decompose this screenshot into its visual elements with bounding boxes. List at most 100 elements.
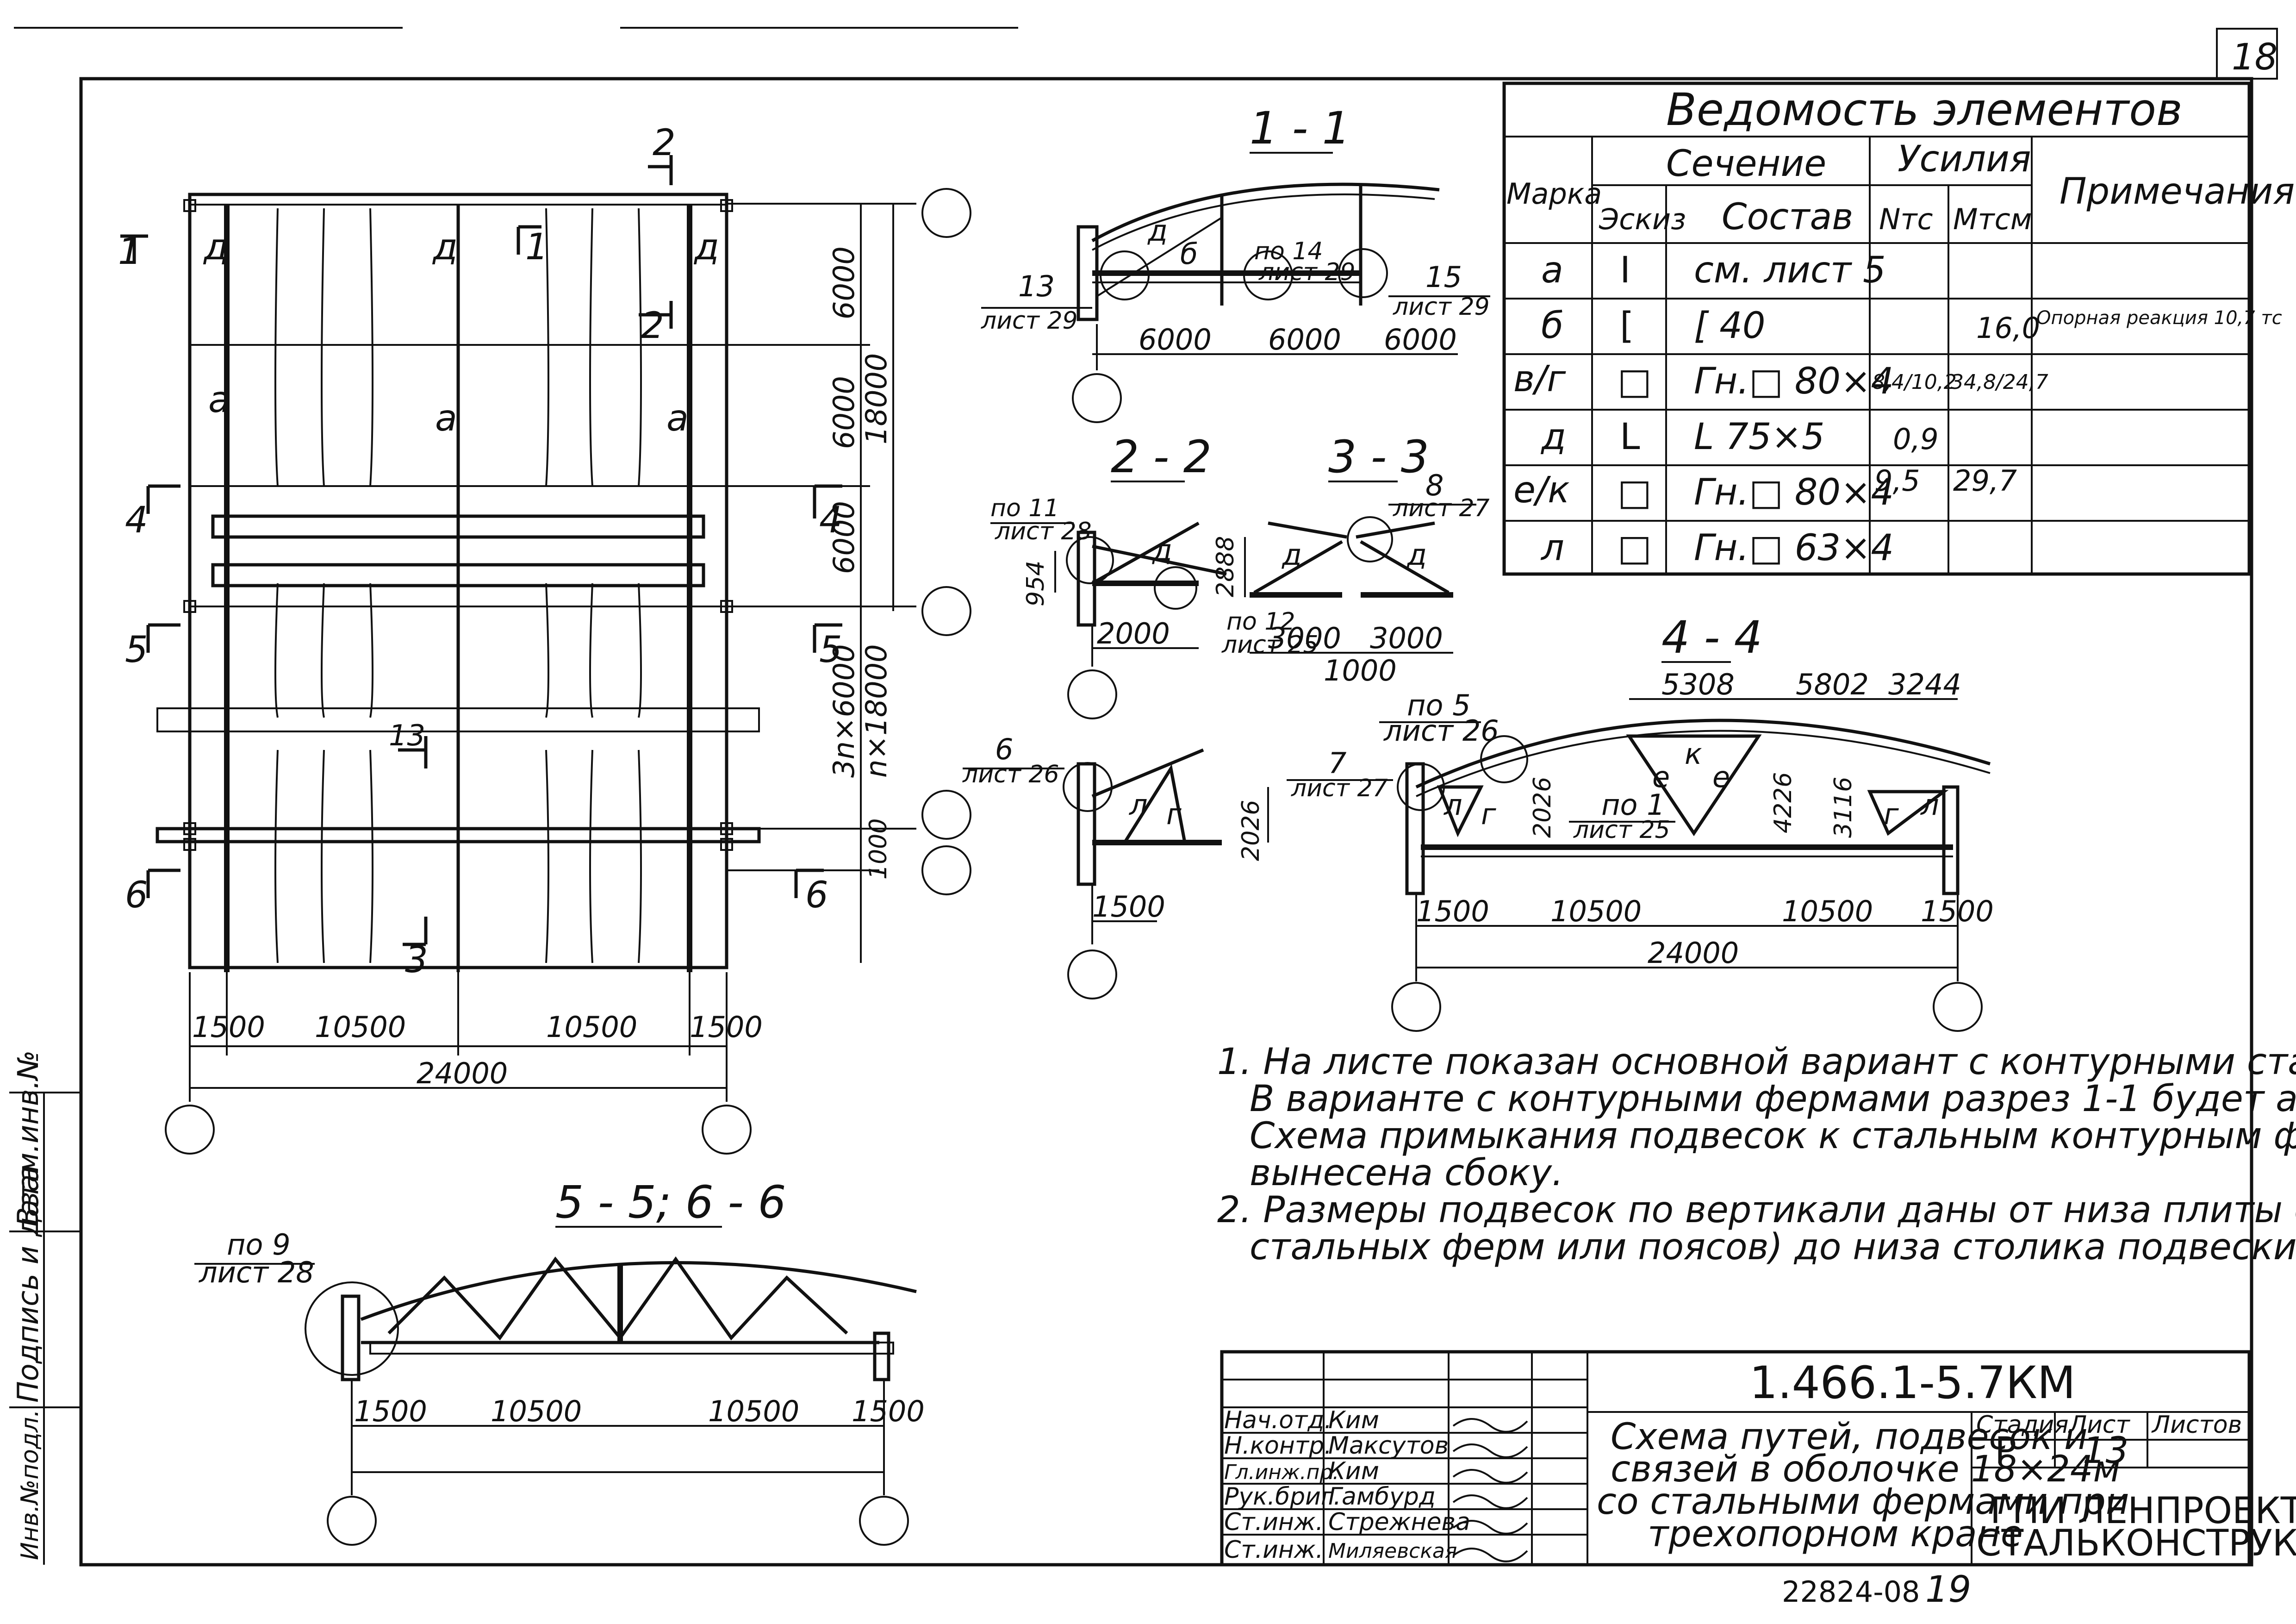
dim-10500-56a: 10500	[491, 1394, 582, 1428]
ref-8-sheet: лист 27	[1393, 494, 1490, 522]
sig-name-4: Гамбурд	[1328, 1483, 1436, 1511]
sheet-label: Лист	[2068, 1411, 2130, 1439]
plan-view: 1 2 4 5 6 1 2 3 13 4 5 6 а а а	[118, 122, 971, 1155]
desc-line-1: Схема путей, подвесок и	[1611, 1416, 2088, 1458]
dim-10500-left: 10500	[315, 1010, 406, 1044]
sig-role-5: Ст.инж.	[1224, 1508, 1323, 1536]
label-d-11: д	[1147, 214, 1168, 248]
section-title-3-3: 3 - 3	[1328, 431, 1429, 483]
row-sketch: □	[1618, 472, 1652, 513]
member-label-d-mid: д	[432, 226, 458, 268]
note-line-3: Схема примыкания подвесок к стальным кон…	[1250, 1115, 2296, 1157]
row-comp: Гн.□ 63×4	[1694, 527, 1894, 569]
header-mark: Марка	[1506, 177, 1602, 211]
row-mark: в/г	[1513, 358, 1566, 400]
sig-name-1: Ким	[1328, 1406, 1379, 1434]
label-k-44: к	[1685, 737, 1702, 771]
sig-role-3: Гл.инж.пр.	[1224, 1461, 1339, 1484]
row-mark: а	[1541, 250, 1563, 291]
dim-1500-left: 1500	[192, 1010, 265, 1044]
cut-label-13: 13	[389, 718, 425, 752]
note-line-6: стальных ферм или поясов) до низа столик…	[1250, 1226, 2296, 1268]
dim-3000-b: 3000	[1370, 621, 1443, 655]
title-block: 1.466.1-5.7КМ Нач.отд. Ким Н.контр. Макс…	[1220, 1350, 2296, 1567]
row-mark: б	[1541, 305, 1563, 347]
label-l-44b: л	[1920, 788, 1939, 822]
row-mark: е/к	[1513, 469, 1569, 511]
section-title-4-4: 4 - 4	[1661, 612, 1762, 663]
plan-bottom-dims: 1500 10500 10500 1500 24000	[189, 972, 763, 1102]
row-comp: Гн.□ 80×4	[1694, 472, 1894, 513]
ref-7-sheet: лист 27	[1291, 775, 1388, 802]
side-stamp-inv-orig: Инв.№подл.	[16, 1409, 44, 1560]
cut-label-1: 1	[118, 231, 141, 273]
dim-6000-b: 6000	[827, 376, 861, 449]
sig-role-1: Нач.отд.	[1224, 1406, 1332, 1434]
elements-table: Ведомость элементов Марка Сечение Эскиз …	[1502, 81, 2295, 576]
note-line-1: 1. На листе показан основной вариант с к…	[1217, 1041, 2296, 1083]
row-mark: д	[1540, 416, 1566, 458]
cut-label-5r: 5	[819, 629, 842, 671]
dim-1500-6: 1500	[1092, 890, 1165, 924]
label-g-6: г	[1166, 797, 1182, 831]
ref-12-num: по 12	[1226, 608, 1295, 636]
sig-name-5: Стрежнева	[1328, 1508, 1470, 1536]
dim-2026-6: 2026	[1237, 800, 1265, 861]
dim-3n-6000: 3n×6000	[827, 644, 861, 778]
header-m: Mтсм	[1953, 202, 2032, 236]
row-n: 0,9	[1893, 422, 1939, 456]
dim-11-b: 6000	[1268, 323, 1341, 356]
ref-6-sheet: лист 26	[962, 761, 1059, 788]
org-line-2: СТАЛЬКОНСТРУКЦИЯ	[1976, 1523, 2296, 1564]
sheet-number: 18	[2232, 37, 2277, 78]
ref-9-num: по 9	[227, 1228, 291, 1262]
page-number: 19	[1925, 1569, 1971, 1611]
desc-line-4: трехопорном кране	[1648, 1513, 2023, 1555]
cut-label-1b: 1	[525, 226, 548, 268]
member-label-a-right: а	[666, 398, 689, 439]
section-5-5-6-6: 5 - 5; 6 - 6 по 9 лист 28 1500 10500 105…	[194, 1176, 925, 1546]
label-e-44b: е	[1712, 760, 1730, 794]
label-d-22: д	[1152, 533, 1172, 567]
dim-954: 954	[1022, 561, 1050, 606]
ref-1-num: по 1	[1601, 788, 1665, 822]
dim-11-a: 6000	[1139, 323, 1212, 356]
dim-6000-a: 6000	[827, 246, 861, 319]
ref-13-num: 13	[1018, 269, 1055, 303]
row-sketch: I	[1620, 250, 1630, 291]
break-band-bottom	[156, 827, 761, 843]
dim-10500-44b: 10500	[1782, 894, 1873, 928]
break-band-top	[156, 707, 760, 732]
ref-7-num: 7	[1328, 746, 1346, 780]
section-title-5-5-6-6: 5 - 5; 6 - 6	[555, 1176, 786, 1228]
section-title-2-2: 2 - 2	[1111, 431, 1212, 483]
header-n: Nтс	[1879, 202, 1933, 236]
row-sketch: [	[1620, 305, 1634, 347]
label-l-44a: л	[1444, 788, 1462, 822]
note-line-2: В варианте с контурными фермами разрез 1…	[1250, 1078, 2296, 1120]
dim-1500-right: 1500	[690, 1010, 763, 1044]
cut-label-6: 6	[125, 874, 148, 916]
header-sketch: Эскиз	[1599, 202, 1686, 236]
dim-4226: 4226	[1769, 772, 1797, 833]
label-d-33b: д	[1406, 538, 1427, 572]
cut-label-4: 4	[125, 500, 148, 541]
bracing-bar-2	[211, 563, 705, 587]
row-comp: L 75×5	[1694, 416, 1824, 458]
stage-label: Стадия	[1976, 1411, 2069, 1439]
ref-6-num: 6	[995, 732, 1013, 766]
sig-role-6: Ст.инж.	[1224, 1536, 1323, 1564]
section-1-1: 1 - 1 д б 13 лист 29 по 14 лист 29 15 ли…	[981, 102, 1490, 423]
dim-11-c: 6000	[1384, 323, 1457, 356]
header-notes: Примечания	[2060, 171, 2295, 212]
plan-right-dims: 6000 6000 6000 18000 3n×6000 n×18000 100…	[727, 203, 916, 963]
ref-8-num: 8	[1425, 468, 1444, 502]
sig-name-3: Ким	[1328, 1457, 1379, 1485]
ref-14-sheet: лист 29	[1258, 258, 1356, 286]
shell-arc	[1091, 182, 1440, 243]
dim-24000: 24000	[417, 1056, 508, 1090]
dim-1000: 1000	[865, 818, 892, 880]
sig-role-2: Н.контр.	[1224, 1432, 1332, 1460]
doc-code: 1.466.1-5.7КМ	[1749, 1357, 2076, 1409]
